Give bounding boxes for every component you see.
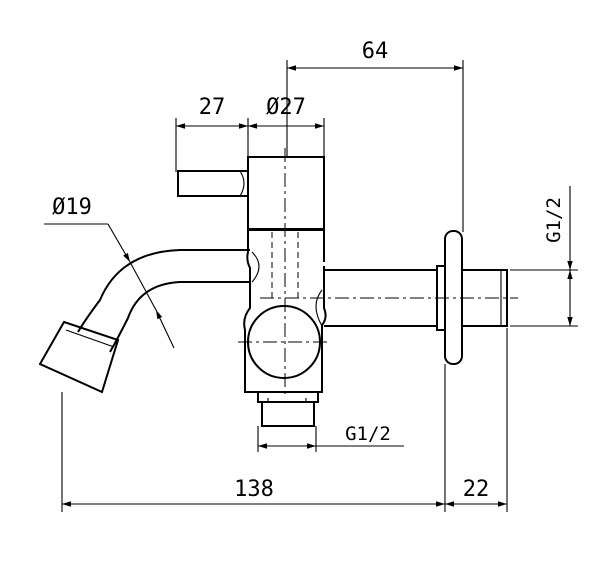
spout-top	[77, 249, 250, 333]
aerator-line	[65, 329, 115, 348]
dimension-labels: 64 27 Ø27 Ø19 G1/2 G1/2 138 22	[52, 39, 565, 502]
label-g12-bottom: G1/2	[345, 423, 391, 445]
flange-ring	[436, 265, 446, 331]
label-o19: Ø19	[52, 195, 92, 220]
label-22: 22	[463, 477, 490, 502]
spout-joint	[251, 251, 260, 283]
handle-lever	[177, 170, 248, 197]
label-138: 138	[234, 477, 274, 502]
bottom-connector	[261, 401, 315, 427]
head-block	[247, 156, 325, 230]
spout-aerator	[38, 320, 120, 394]
dim-o19-leader-b	[155, 309, 175, 349]
dimension-lines	[44, 60, 578, 512]
faucet-body	[38, 156, 508, 427]
bottom-nut	[257, 391, 319, 403]
label-64: 64	[362, 39, 389, 64]
spout-bottom	[109, 281, 250, 353]
main-body	[243, 230, 437, 393]
label-g12-right: G1/2	[543, 197, 565, 243]
dim-o19-leader-mid	[129, 261, 157, 311]
dim-o19-leader-a	[107, 223, 131, 263]
label-27: 27	[199, 95, 226, 120]
arm-fillet	[315, 289, 323, 327]
handle-joint	[239, 170, 245, 197]
center-lines	[238, 148, 518, 396]
label-o27: Ø27	[266, 95, 306, 120]
